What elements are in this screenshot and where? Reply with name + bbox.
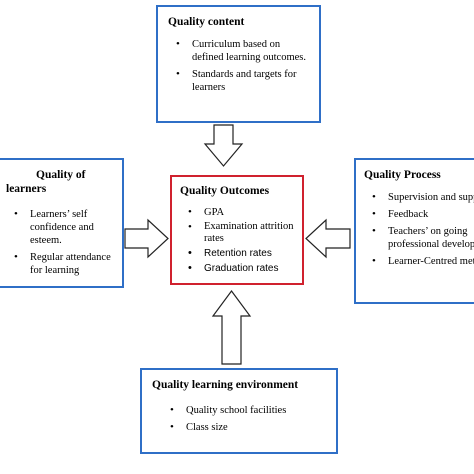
left-arrow-icon	[305, 218, 351, 259]
list-item: Standards and targets for learners	[168, 68, 311, 94]
quality-process-list: Supervision and support Feedback Teacher…	[364, 191, 474, 268]
quality-environment-box: Quality learning environment Quality sch…	[140, 368, 338, 454]
list-item: Learners’ self confidence and esteem.	[6, 208, 116, 247]
quality-environment-title: Quality learning environment	[152, 379, 299, 391]
quality-outcomes-box: Quality Outcomes GPA Examination attriti…	[170, 175, 304, 285]
list-item: Learner-Centred methods	[364, 255, 474, 268]
right-arrow-icon	[124, 218, 169, 259]
list-item: Graduation rates	[180, 262, 296, 275]
quality-learners-title-line2: learners	[6, 183, 47, 195]
quality-learners-list: Learners’ self confidence and esteem. Re…	[6, 208, 116, 277]
list-item: Feedback	[364, 208, 474, 221]
list-item: Retention rates	[180, 247, 296, 260]
quality-content-box: Quality content Curriculum based on defi…	[156, 5, 321, 123]
quality-process-title: Quality Process	[364, 169, 441, 181]
quality-content-title: Quality content	[168, 16, 245, 28]
quality-environment-list: Quality school facilities Class size	[152, 404, 330, 434]
list-item: Class size	[162, 421, 330, 434]
quality-outcomes-list: GPA Examination attrition rates Retentio…	[180, 206, 296, 275]
list-item: GPA	[180, 206, 296, 219]
list-item: Curriculum based on defined learning out…	[168, 38, 311, 64]
quality-process-box: Quality Process Supervision and support …	[354, 158, 474, 304]
list-item: Regular attendance for learning	[6, 251, 116, 277]
quality-learners-box: Quality of learners Learners’ self confi…	[0, 158, 124, 288]
down-arrow-icon	[203, 124, 244, 167]
list-item: Quality school facilities	[162, 404, 330, 417]
quality-outcomes-title: Quality Outcomes	[180, 185, 270, 197]
list-item: Teachers’ on going professional developm…	[364, 225, 474, 251]
list-item: Supervision and support	[364, 191, 474, 204]
list-item: Examination attrition rates	[180, 221, 296, 245]
quality-content-list: Curriculum based on defined learning out…	[168, 38, 311, 94]
up-arrow-icon	[211, 289, 252, 365]
quality-learners-title-line1: Quality of	[36, 169, 86, 181]
